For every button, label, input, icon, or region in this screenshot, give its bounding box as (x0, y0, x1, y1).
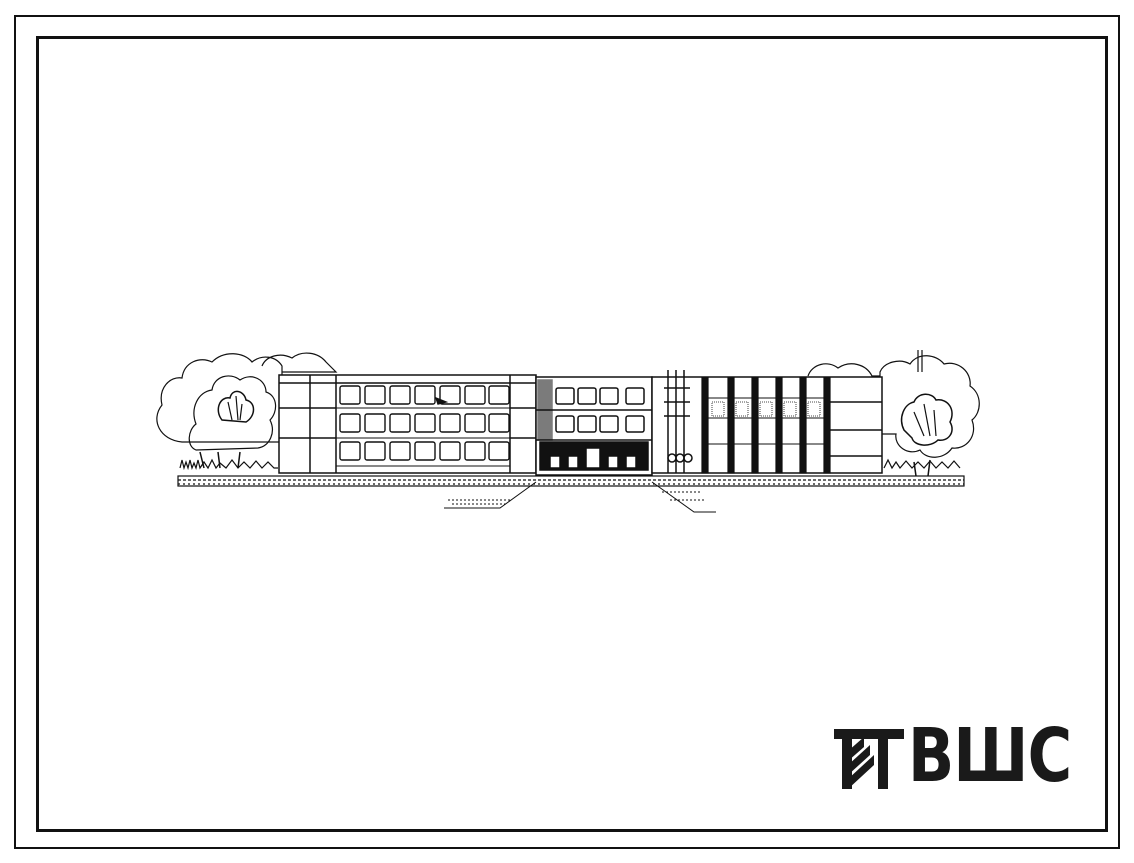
vshs-logo: ВШС (834, 719, 1074, 795)
right-wing-block (651, 370, 883, 474)
left-wing-block (278, 374, 537, 474)
left-window-grid (336, 385, 510, 467)
logo-mark-icon (834, 729, 904, 789)
right-tree-icon (807, 350, 980, 477)
entrance-steps (444, 481, 716, 513)
logo-text: ВШС (908, 713, 1072, 799)
ground-line (177, 458, 965, 487)
central-entrance-block (535, 376, 653, 476)
right-pilasters (701, 377, 831, 474)
left-tree-icon (156, 352, 338, 469)
inner-frame-border (36, 36, 1108, 832)
outer-frame-border (14, 15, 1120, 849)
